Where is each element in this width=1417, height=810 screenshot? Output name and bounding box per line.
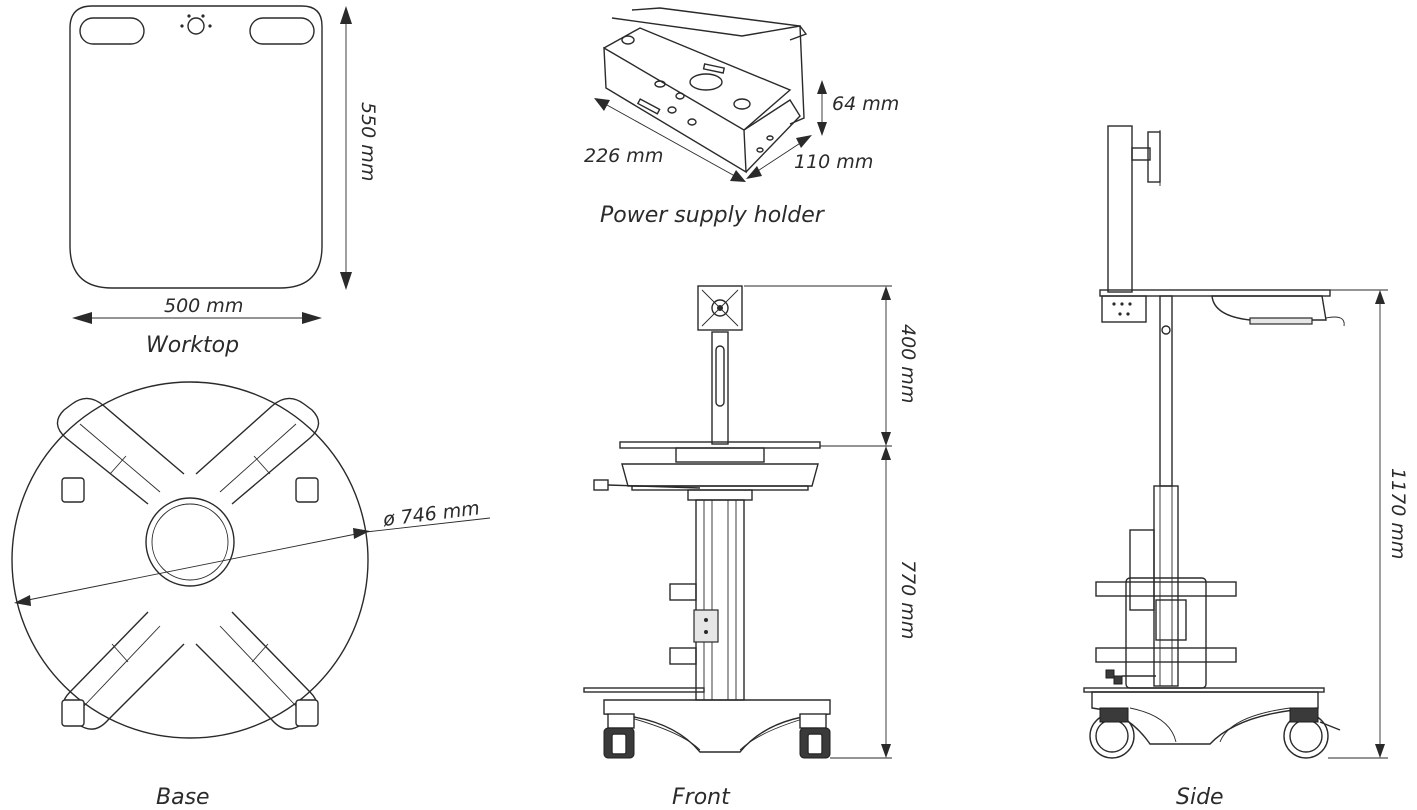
front-upper-label: 400 mm xyxy=(897,324,919,403)
base-diameter-label: ø 746 mm xyxy=(381,497,481,531)
worktop-height-label: 550 mm xyxy=(357,102,379,181)
worktop-caption: Worktop xyxy=(146,333,239,358)
psu-length-dimension: 226 mm xyxy=(584,98,746,182)
front-caption: Front xyxy=(672,785,731,810)
base-diameter-dimension: ø 746 mm xyxy=(14,497,491,606)
side-dimension: 1170 mm xyxy=(1328,289,1409,759)
front-view-drawing xyxy=(583,285,831,759)
side-view-drawing xyxy=(1083,125,1345,759)
psu-depth-dimension: 110 mm xyxy=(746,135,873,179)
psu-length-label: 226 mm xyxy=(584,145,663,167)
power-supply-caption: Power supply holder xyxy=(600,203,826,228)
side-total-label: 1170 mm xyxy=(1387,468,1409,559)
base-drawing xyxy=(11,381,369,739)
worktop-width-label: 500 mm xyxy=(164,295,243,317)
power-supply-holder-drawing xyxy=(603,7,808,174)
psu-height-dimension: 64 mm xyxy=(817,80,899,136)
worktop-width-dimension: 500 mm xyxy=(72,295,322,324)
front-dimensions: 400 mm 770 mm xyxy=(744,285,919,759)
front-lower-label: 770 mm xyxy=(897,560,919,639)
worktop-drawing xyxy=(69,5,323,289)
worktop-height-dimension: 550 mm xyxy=(340,6,379,290)
base-caption: Base xyxy=(156,785,210,810)
psu-height-label: 64 mm xyxy=(832,93,899,115)
psu-depth-label: 110 mm xyxy=(794,151,873,173)
side-caption: Side xyxy=(1176,785,1224,810)
